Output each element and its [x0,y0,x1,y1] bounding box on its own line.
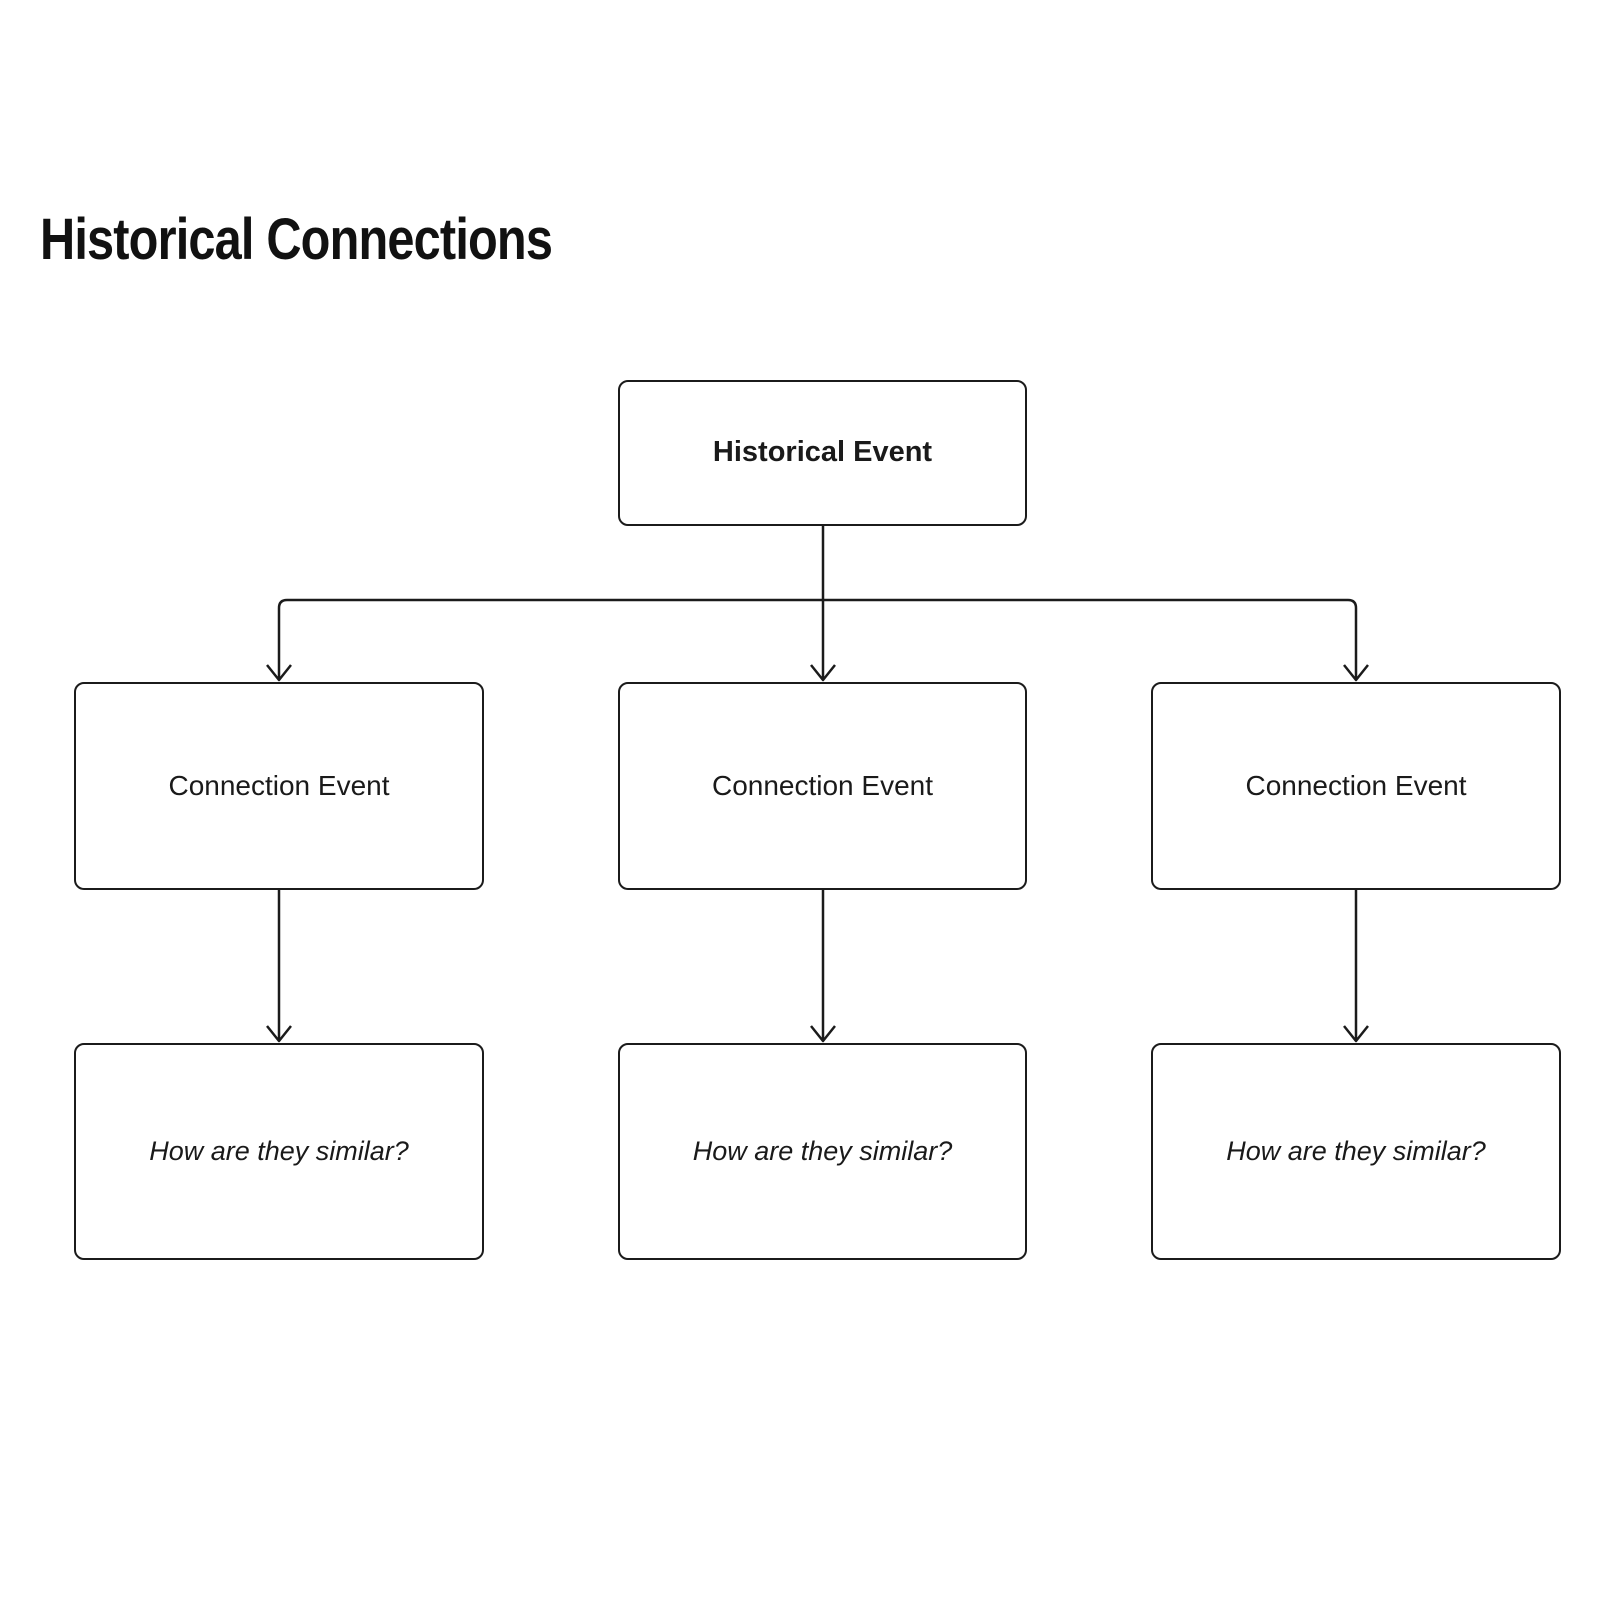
similarity-node-3: How are they similar? [1151,1043,1561,1260]
connector-root-to-right [823,598,1369,682]
historical-event-label: Historical Event [712,436,933,469]
similarity-label-2: How are they similar? [692,1135,953,1166]
connector-root-to-center [810,526,836,682]
connection-event-node-3: Connection Event [1151,682,1561,890]
connection-event-node-2: Connection Event [618,682,1027,890]
connector-root-to-left [266,598,823,682]
similarity-label-3: How are they similar? [1226,1135,1486,1166]
connection-event-label-2: Connection Event [711,769,934,801]
connector-left-connection-to-similarity [266,890,292,1043]
similarity-node-2: How are they similar? [618,1043,1027,1260]
historical-event-node: Historical Event [618,380,1027,526]
connector-center-connection-to-similarity [810,890,836,1043]
page-title: Historical Connections [40,207,553,272]
similarity-node-1: How are they similar? [74,1043,484,1260]
similarity-label-1: How are they similar? [149,1135,409,1166]
connector-right-connection-to-similarity [1343,890,1369,1043]
connection-event-label-3: Connection Event [1245,769,1467,801]
connection-event-label-1: Connection Event [168,769,390,801]
connection-event-node-1: Connection Event [74,682,484,890]
